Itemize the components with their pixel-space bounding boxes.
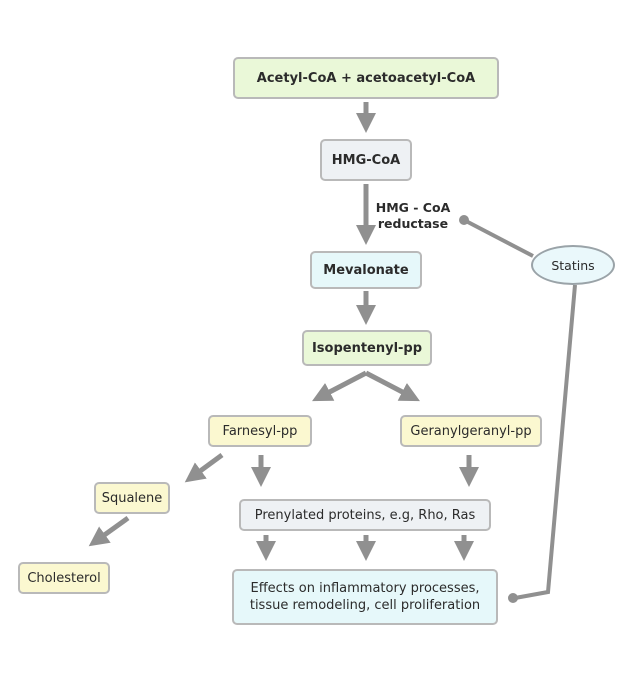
inhibition-point-reductase [459,215,469,225]
node-mevalonate: Mevalonate [310,251,422,289]
node-hmg-coa: HMG-CoA [320,139,412,181]
node-isopentenyl-pp: Isopentenyl-pp [302,330,432,366]
arrow-branch-to-farnesyl [312,370,368,402]
node-geranylgeranyl-pp: Geranylgeranyl-pp [400,415,542,447]
statins-inhibition-line-upper [463,218,534,258]
inhibition-point-effects [508,593,518,603]
node-farnesyl-pp: Farnesyl-pp [208,415,312,447]
node-prenylated-proteins: Prenylated proteins, e.g, Rho, Ras [239,499,491,531]
node-acetyl-coa: Acetyl-CoA + acetoacetyl-CoA [233,57,499,99]
arrow-squalene-to-cholesterol [88,515,130,547]
arrow-branch-to-geranylgeranyl [364,370,420,402]
enzyme-label-hmg-coa-reductase: HMG - CoA reductase [375,200,451,231]
arrow-farnesyl-to-squalene [184,452,224,483]
node-squalene: Squalene [94,482,170,514]
node-effects: Effects on inflammatory processes, tissu… [232,569,498,625]
statins-inhibition-line-lower [514,284,577,600]
node-cholesterol: Cholesterol [18,562,110,594]
statins-ellipse: Statins [531,245,615,285]
